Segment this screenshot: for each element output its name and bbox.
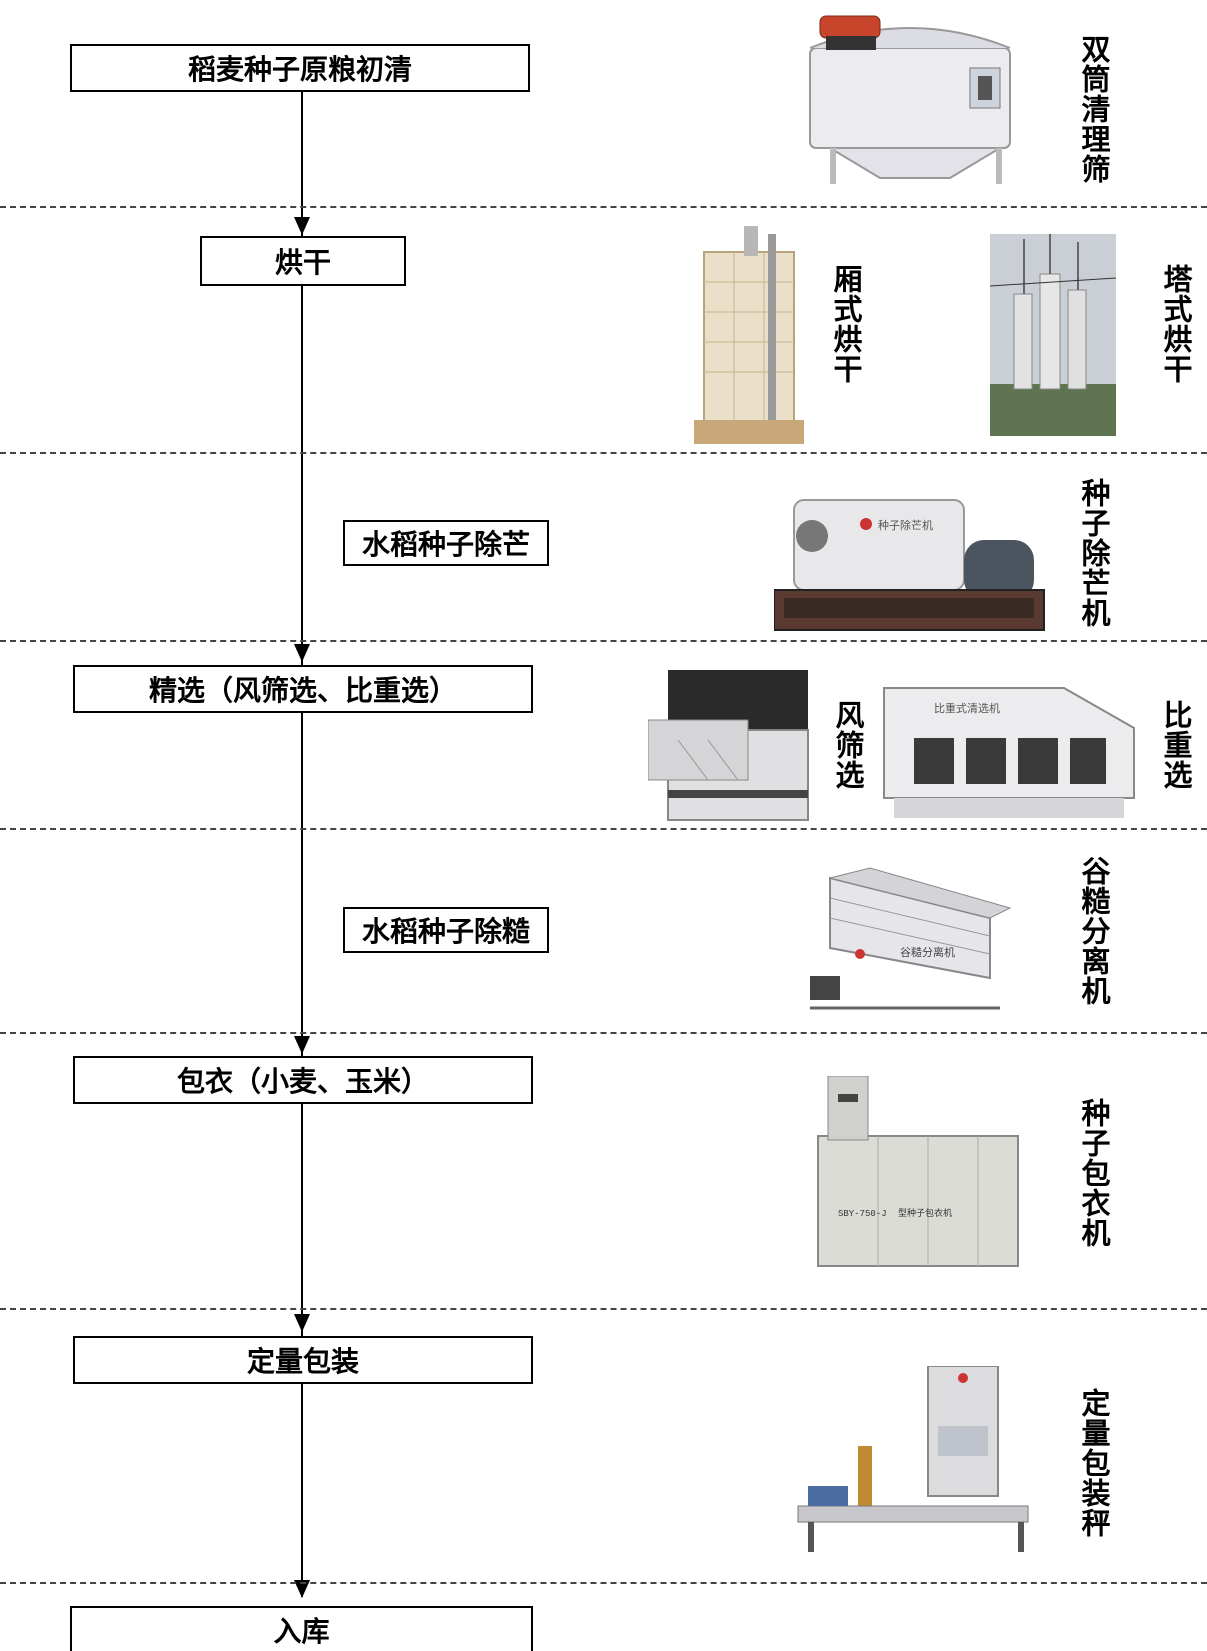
awn-remover-icon: 种子除芒机 — [774, 480, 1054, 640]
step-box-fine-selection: 精选（风筛选、比重选） — [73, 665, 533, 713]
coater-model-plate: SBY-750-J — [838, 1209, 887, 1219]
step-box-coating: 包衣（小麦、玉米） — [73, 1056, 533, 1104]
seed-coater-icon: SBY-750-J 型种子包衣机 — [798, 1076, 1028, 1276]
step-box-packing: 定量包装 — [73, 1336, 533, 1384]
flow-line — [301, 92, 303, 1597]
machine-label-drum-screen: 双筒清理筛 — [1077, 34, 1111, 184]
awn-remover-plate: 种子除芒机 — [878, 518, 933, 532]
step-box-awn-removal: 水稻种子除芒 — [343, 520, 549, 566]
stage-separator — [0, 828, 1207, 830]
arrow-to-packing — [294, 1314, 310, 1332]
tower-dryer-icon — [990, 234, 1116, 436]
machine-label-air-screen: 风筛选 — [831, 700, 865, 790]
machine-label-packing-scale: 定量包装秤 — [1077, 1388, 1111, 1538]
coater-name-plate: 型种子包衣机 — [898, 1207, 952, 1218]
drum-screen-cleaner-icon — [800, 8, 1030, 188]
step-box-drying: 烘干 — [200, 236, 406, 286]
arrow-to-selection — [294, 644, 310, 662]
paddy-separator-plate: 谷糙分离机 — [900, 945, 955, 959]
air-screen-cleaner-icon — [648, 660, 818, 830]
paddy-separator-icon: 谷糙分离机 — [790, 858, 1020, 1018]
arrow-to-drying — [294, 217, 310, 235]
step-box-hulling: 水稻种子除糙 — [343, 907, 549, 953]
packing-scale-icon — [778, 1366, 1038, 1566]
stage-separator — [0, 1582, 1207, 1584]
machine-label-gravity: 比重选 — [1159, 700, 1193, 790]
arrow-to-coating — [294, 1036, 310, 1054]
machine-label-tower-dryer: 塔式烘干 — [1159, 264, 1193, 384]
arrow-to-storage — [294, 1580, 310, 1598]
stage-separator — [0, 640, 1207, 642]
box-dryer-icon — [684, 222, 814, 446]
stage-separator — [0, 1308, 1207, 1310]
gravity-separator-plate: 比重式清选机 — [934, 701, 1000, 715]
machine-label-paddy-separator: 谷糙分离机 — [1077, 856, 1111, 1006]
stage-separator — [0, 452, 1207, 454]
machine-label-seed-coater: 种子包衣机 — [1077, 1098, 1111, 1248]
step-box-storage: 入库 — [70, 1606, 533, 1651]
machine-label-box-dryer: 厢式烘干 — [829, 264, 863, 384]
machine-label-awn-remover: 种子除芒机 — [1077, 478, 1111, 628]
gravity-separator-icon: 比重式清选机 — [874, 668, 1144, 828]
stage-separator — [0, 1032, 1207, 1034]
step-box-pre-cleaning: 稻麦种子原粮初清 — [70, 44, 530, 92]
stage-separator — [0, 206, 1207, 208]
